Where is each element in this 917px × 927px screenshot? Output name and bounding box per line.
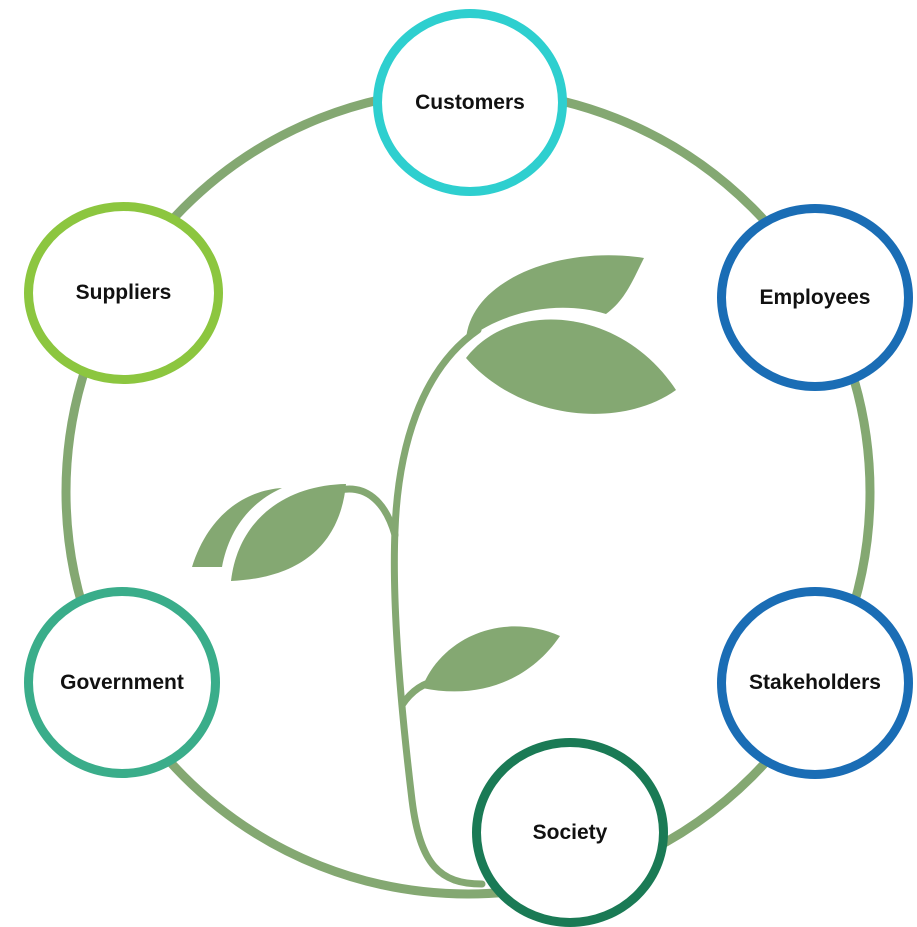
society-node: Society: [472, 738, 668, 927]
employees-label: Employees: [759, 285, 871, 309]
government-node: Government: [24, 587, 220, 778]
leaf-lower: [422, 626, 560, 692]
leaf-top-large: [466, 319, 676, 414]
suppliers-node: Suppliers: [24, 202, 223, 384]
connecting-ring: [61, 85, 875, 899]
employees-node: Employees: [717, 204, 913, 391]
customers-node: Customers: [373, 9, 567, 196]
leaf-left-front: [231, 484, 346, 581]
plant-stem: [390, 326, 486, 888]
plant-branch-left: [336, 485, 399, 539]
stakeholders-node: Stakeholders: [717, 587, 913, 779]
leaf-left-back: [192, 488, 282, 567]
customers-label: Customers: [415, 90, 525, 114]
leaf-top-small: [466, 255, 644, 340]
society-label: Society: [532, 820, 608, 844]
stakeholders-label: Stakeholders: [749, 671, 881, 694]
government-label: Government: [60, 670, 184, 694]
suppliers-label: Suppliers: [75, 281, 172, 304]
